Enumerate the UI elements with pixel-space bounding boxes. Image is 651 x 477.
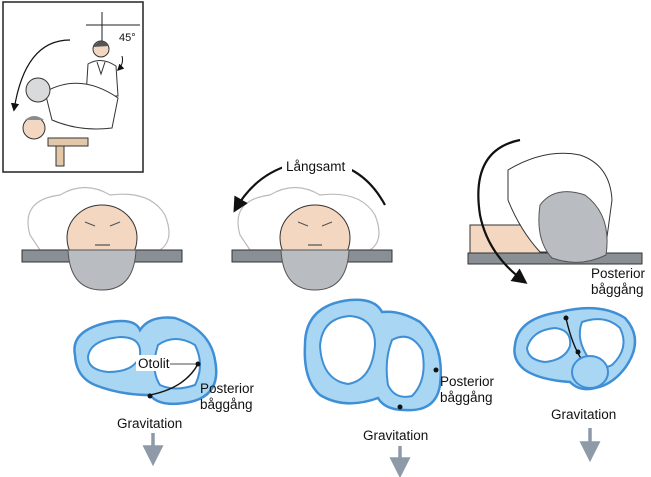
otolith-dot-1 bbox=[196, 362, 201, 367]
canal-diagram-1: Otolit Posterior båggång Gravitation bbox=[74, 318, 254, 463]
angle-label: 45° bbox=[119, 32, 136, 44]
canal-label-2b: båggång bbox=[440, 390, 493, 405]
head-position-2: Långsamt bbox=[232, 156, 392, 290]
otolith-dot-3b bbox=[576, 350, 581, 355]
canal-loop-a-2 bbox=[320, 316, 375, 384]
gravity-label-2: Gravitation bbox=[363, 428, 428, 443]
canal-label-3b: båggång bbox=[591, 282, 644, 297]
canal-label-1b: båggång bbox=[200, 397, 253, 412]
otolith-dot-3a bbox=[564, 316, 569, 321]
inset-panel: 45° bbox=[3, 2, 143, 172]
canal-loop-b-2 bbox=[387, 337, 424, 397]
hair-1 bbox=[68, 250, 136, 290]
vestibule-3 bbox=[572, 356, 608, 388]
otolith-dot-2a bbox=[434, 368, 439, 373]
canal-label-2a: Posterior bbox=[440, 374, 495, 389]
otolith-label: Otolit bbox=[138, 356, 170, 371]
canal-label-3a: Posterior bbox=[591, 266, 646, 281]
head-position-1 bbox=[22, 188, 182, 291]
otolith-dot-2b bbox=[398, 405, 403, 410]
head-position-3 bbox=[468, 140, 642, 282]
gravity-label-1: Gravitation bbox=[117, 416, 182, 431]
canal-label-1a: Posterior bbox=[200, 381, 255, 396]
otolith-end-dot-1 bbox=[148, 394, 153, 399]
slow-motion-label: Långsamt bbox=[286, 159, 346, 174]
canal-diagram-2: Posterior båggång Gravitation bbox=[305, 300, 495, 474]
hair-2 bbox=[281, 250, 349, 290]
gravity-label-3: Gravitation bbox=[551, 407, 616, 422]
canal-diagram-3: Posterior båggång Gravitation bbox=[514, 266, 645, 458]
